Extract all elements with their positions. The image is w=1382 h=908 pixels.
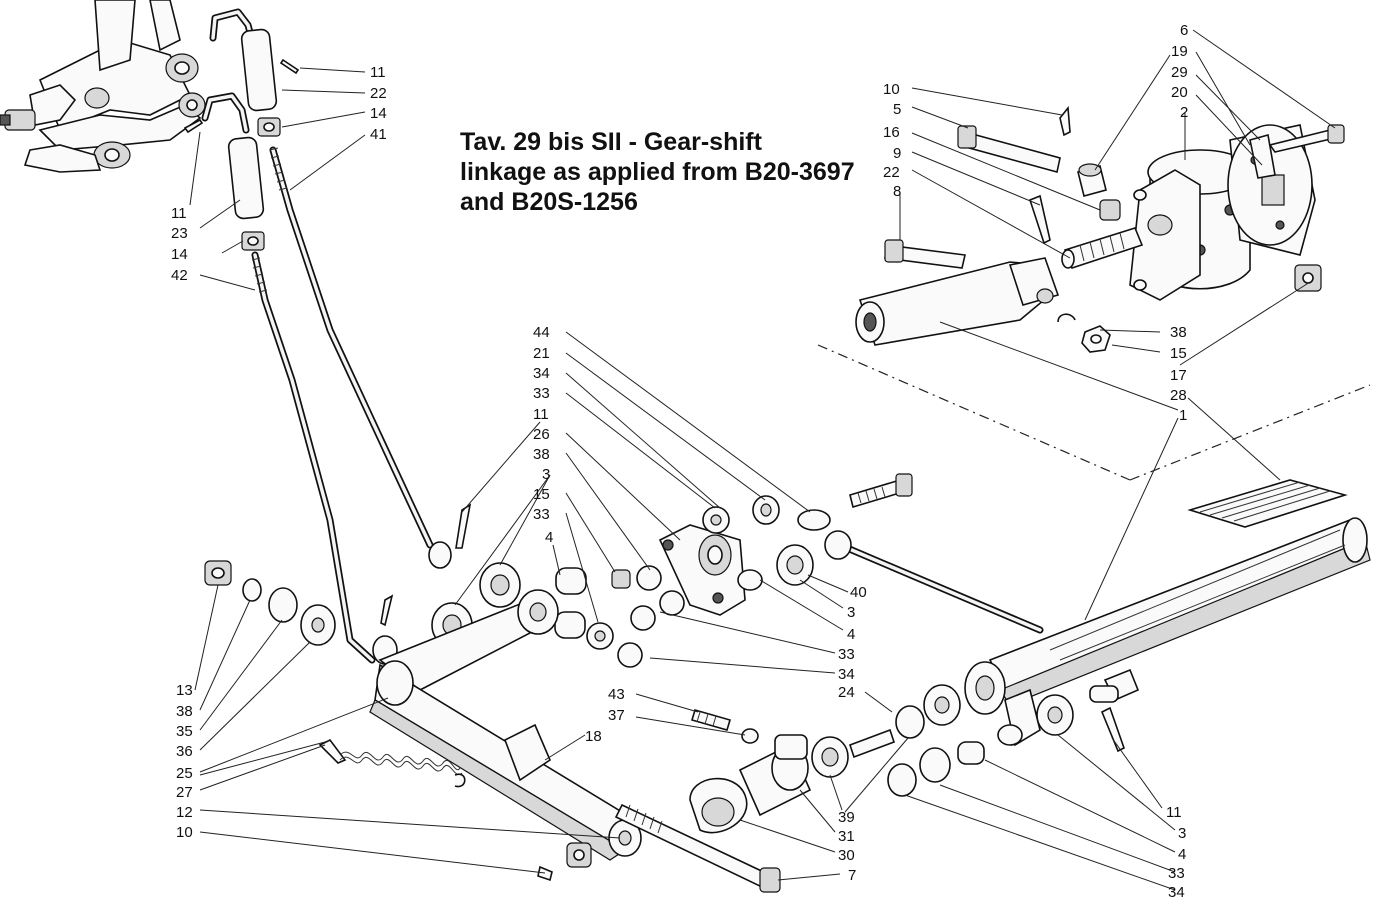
- title-line-1: Tav. 29 bis SII - Gear-shift: [460, 128, 762, 156]
- callout-12: 12: [176, 804, 193, 821]
- rod-end-sleeves: [183, 8, 300, 251]
- axis-line-1: [817, 344, 1131, 481]
- callout-33d: 33: [1168, 865, 1185, 882]
- callout-38b: 38: [533, 446, 550, 463]
- callout-15: 15: [1170, 345, 1187, 362]
- callout-28: 28: [1170, 387, 1187, 404]
- diagram-title: Tav. 29 bis SII - Gear-shift linkage as …: [460, 127, 855, 217]
- callout-41: 41: [370, 126, 387, 143]
- title-line-3: and B20S-1256: [460, 188, 638, 216]
- callout-14b: 14: [171, 246, 188, 263]
- callout-4c: 4: [1178, 846, 1186, 863]
- selector-lever-assembly: [0, 0, 206, 173]
- callout-23: 23: [171, 225, 188, 242]
- title-line-2: linkage as applied from B20-3697: [460, 158, 855, 186]
- callout-33c: 33: [838, 646, 855, 663]
- callout-34b: 34: [838, 666, 855, 683]
- callout-33: 33: [533, 385, 550, 402]
- callout-1: 1: [1179, 407, 1187, 424]
- callout-15b: 15: [533, 486, 550, 503]
- callout-5: 5: [893, 101, 901, 118]
- callout-40: 40: [850, 584, 867, 601]
- callout-42: 42: [171, 267, 188, 284]
- callout-43: 43: [608, 686, 625, 703]
- callout-33b: 33: [533, 506, 550, 523]
- callout-20: 20: [1171, 84, 1188, 101]
- callout-4b: 4: [847, 626, 855, 643]
- callout-6: 6: [1180, 22, 1188, 39]
- callout-8: 8: [893, 183, 901, 200]
- callout-27: 27: [176, 784, 193, 801]
- callout-44: 44: [533, 324, 550, 341]
- callout-22b: 22: [883, 164, 900, 181]
- cross-shaft-assembly: [824, 479, 1371, 747]
- callout-38: 38: [1170, 324, 1187, 341]
- callout-labels: 11 22 14 41 11 23 14 42 6 19 29 20 2 10 …: [171, 22, 1188, 901]
- flexible-coupling-assembly: [855, 105, 1345, 353]
- callout-16: 16: [883, 124, 900, 141]
- callout-34: 34: [533, 365, 550, 382]
- callout-4: 4: [545, 529, 553, 546]
- callout-29: 29: [1171, 64, 1188, 81]
- callout-21: 21: [533, 345, 550, 362]
- callout-3b: 3: [847, 604, 855, 621]
- callout-31: 31: [838, 828, 855, 845]
- callout-24: 24: [838, 684, 855, 701]
- callout-7: 7: [848, 867, 856, 884]
- callout-13: 13: [176, 682, 193, 699]
- callout-30: 30: [838, 847, 855, 864]
- callout-19: 19: [1171, 43, 1188, 60]
- callout-3c: 3: [1178, 825, 1186, 842]
- callout-14: 14: [370, 105, 387, 122]
- callout-38c: 38: [176, 703, 193, 720]
- lower-lever-assembly: [204, 560, 781, 893]
- callout-35: 35: [176, 723, 193, 740]
- callout-17: 17: [1170, 367, 1187, 384]
- callout-18: 18: [585, 728, 602, 745]
- callout-11: 11: [370, 64, 386, 81]
- callout-2: 2: [1180, 104, 1188, 121]
- callout-3: 3: [542, 466, 550, 483]
- callout-36: 36: [176, 743, 193, 760]
- center-parts: [431, 473, 913, 668]
- callout-9: 9: [893, 145, 901, 162]
- axis-line-2: [1129, 384, 1371, 481]
- callout-11b: 11: [171, 205, 187, 222]
- callout-11d: 11: [1166, 804, 1182, 821]
- shift-rods: [251, 146, 452, 665]
- callout-11c: 11: [533, 406, 549, 423]
- callout-37: 37: [608, 707, 625, 724]
- callout-25: 25: [176, 765, 193, 782]
- callout-26: 26: [533, 426, 550, 443]
- callout-34c: 34: [1168, 884, 1185, 901]
- callout-22: 22: [370, 85, 387, 102]
- lower-center-parts: [689, 684, 1125, 834]
- callout-39: 39: [838, 809, 855, 826]
- leader-lines: [189, 29, 1336, 891]
- callout-10b: 10: [176, 824, 193, 841]
- callout-10: 10: [883, 81, 900, 98]
